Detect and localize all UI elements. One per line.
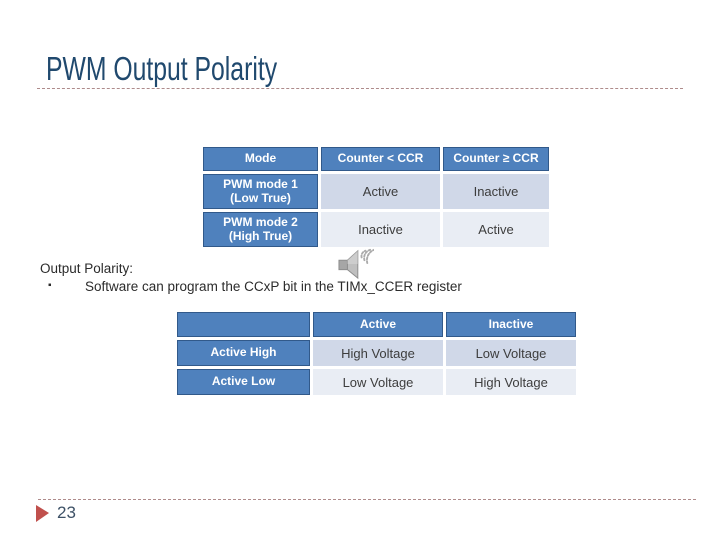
pwm-mode2-label-line1: PWM mode 2 xyxy=(223,214,298,229)
active-low-active-value: Low Voltage xyxy=(313,369,443,395)
voltage-table: Active Inactive Active High High Voltage… xyxy=(177,312,576,395)
active-low-label-cell: Active Low xyxy=(177,369,310,395)
title-divider xyxy=(37,88,683,89)
pwm-mode1-counter-lt-value: Active xyxy=(321,174,440,209)
active-high-label-cell: Active High xyxy=(177,340,310,366)
output-polarity-heading: Output Polarity: xyxy=(40,261,134,276)
speaker-icon[interactable] xyxy=(336,247,374,281)
pwm-mode2-counter-lt-value: Inactive xyxy=(321,212,440,247)
bullet-marker-icon: ▪ xyxy=(48,280,52,291)
red-right-triangle-icon xyxy=(36,505,49,522)
active-high-inactive-value: Low Voltage xyxy=(446,340,576,366)
pwm-mode2-label-cell: PWM mode 2 (High True) xyxy=(203,212,318,247)
pwm-table-header-counter-lt-ccr: Counter < CCR xyxy=(321,147,440,171)
output-polarity-bullet: Software can program the CCxP bit in the… xyxy=(85,279,462,294)
pwm-mode-table: Mode Counter < CCR Counter ≥ CCR PWM mod… xyxy=(203,147,549,247)
voltage-table-header-active: Active xyxy=(313,312,443,337)
pwm-mode1-label-line2: (Low True) xyxy=(230,190,291,205)
pwm-mode2-counter-ge-value: Active xyxy=(443,212,549,247)
pwm-mode2-label-line2: (High True) xyxy=(228,228,293,243)
pwm-mode1-counter-ge-value: Inactive xyxy=(443,174,549,209)
page-number: 23 xyxy=(57,503,76,522)
pwm-mode1-label-cell: PWM mode 1 (Low True) xyxy=(203,174,318,209)
active-high-active-value: High Voltage xyxy=(313,340,443,366)
voltage-table-corner-cell xyxy=(177,312,310,337)
footer-divider xyxy=(38,499,696,500)
voltage-table-header-inactive: Inactive xyxy=(446,312,576,337)
active-low-inactive-value: High Voltage xyxy=(446,369,576,395)
pwm-table-header-counter-ge-ccr: Counter ≥ CCR xyxy=(443,147,549,171)
pwm-mode1-label-line1: PWM mode 1 xyxy=(223,176,298,191)
page-title: PWM Output Polarity xyxy=(46,50,278,87)
pwm-table-header-mode: Mode xyxy=(203,147,318,171)
